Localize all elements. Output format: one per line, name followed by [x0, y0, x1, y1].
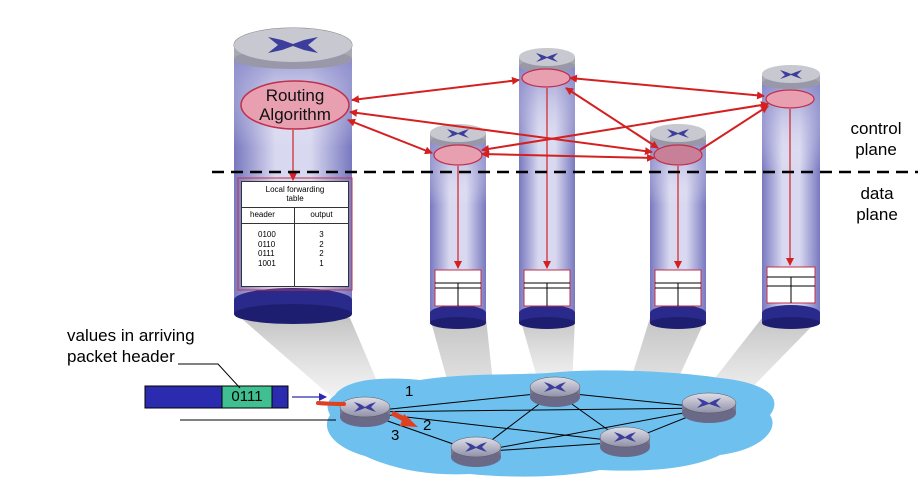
routing-node-3	[521, 68, 571, 88]
port-label-1: 1	[405, 383, 414, 400]
packet	[144, 385, 289, 409]
router-x-icon	[465, 442, 487, 452]
forward-arrow-head	[400, 414, 418, 427]
routing-node-2	[433, 144, 483, 166]
forwarding-table-border	[237, 177, 353, 291]
forward-arrow-in	[316, 401, 346, 406]
table-cell-header: 0110	[258, 239, 276, 249]
down-arrows	[289, 88, 794, 269]
router-x-icon	[544, 382, 566, 392]
routing-node-4	[653, 144, 703, 166]
router-x-icon	[354, 402, 376, 412]
mini-table-5	[766, 266, 816, 304]
table-cell-header: 1001	[258, 258, 276, 268]
data-plane-label: data plane	[856, 184, 898, 224]
routing-algorithm-label: Routing Algorithm	[259, 86, 331, 124]
table-cell-output: 3	[319, 230, 324, 239]
col-header-label: header	[242, 208, 295, 223]
cloud-shape	[326, 370, 775, 477]
router-x-icon	[268, 37, 318, 53]
arriving-header-annotation: values in arriving packet header	[67, 326, 195, 366]
forwarding-table-body: 0100 0110 0111 1001 3 2 2 1	[242, 224, 348, 286]
table-cell-header: 0111	[258, 249, 275, 258]
col-output-label: output	[310, 210, 333, 219]
network-router-3	[529, 376, 581, 407]
table-cell-header: 0100	[258, 230, 276, 239]
mini-table-3	[523, 269, 571, 307]
table-cell-output: 2	[319, 239, 324, 249]
router-x-icon	[780, 70, 802, 79]
port-label-3: 3	[391, 427, 400, 444]
table-cell-output: 1	[319, 258, 324, 268]
network-router-4	[599, 426, 651, 457]
beam-3	[520, 318, 575, 388]
router-x-icon	[697, 398, 721, 408]
mini-table-2	[434, 269, 482, 307]
forwarding-table-title: Local forwarding table	[242, 182, 348, 208]
control-plane-label: control plane	[850, 119, 902, 159]
network-router-5	[681, 392, 737, 423]
packet-header-field	[221, 385, 273, 409]
routing-algorithm-ellipse	[240, 80, 350, 130]
router-x-icon	[536, 53, 558, 62]
port-label-2: 2	[423, 417, 432, 434]
control-arrows	[347, 74, 769, 162]
network-router-2	[450, 436, 502, 467]
mini-table-4	[654, 269, 702, 307]
forwarding-table-header-row: header output	[242, 208, 348, 224]
beam-main	[241, 318, 385, 400]
routing-node-5	[765, 89, 815, 109]
annotation-leader	[178, 363, 241, 389]
router-x-icon	[614, 432, 636, 442]
network-router-main	[339, 396, 391, 427]
packet-header-value: 0111	[231, 388, 263, 405]
local-forwarding-table: Local forwarding table header output 010…	[241, 181, 349, 287]
table-cell-output: 2	[319, 249, 324, 258]
network-cloud	[326, 370, 775, 477]
